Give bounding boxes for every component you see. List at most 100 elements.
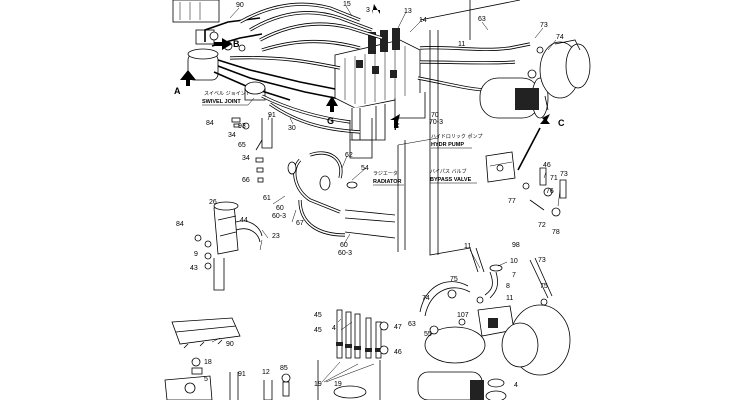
part-number: 70-3 [429, 119, 443, 126]
part-number: 91 [238, 371, 246, 378]
part-number: 73 [538, 257, 546, 264]
detail-manifold-90 [164, 317, 291, 400]
part-number: 30 [288, 125, 296, 132]
part-number: 23 [272, 233, 280, 240]
svg-text:BYPASS VALVE: BYPASS VALVE [430, 177, 472, 183]
part-number: 85 [280, 365, 288, 372]
part-number: 73 [540, 22, 548, 29]
view-arrow-g [326, 96, 338, 112]
svg-text:スイベル ジョイント: スイベル ジョイント [204, 91, 251, 97]
part-number: 63 [478, 16, 486, 23]
part-number: 84 [206, 120, 214, 127]
part-number: 98 [512, 242, 520, 249]
part-number: 67 [296, 220, 304, 227]
detail-bracket-26 [194, 201, 263, 291]
part-number: 15 [343, 1, 351, 8]
bypass-valve [485, 151, 567, 217]
label-hydr-pump: ハイドロリック ポンプ HYDR PUMP [431, 133, 482, 149]
bolt-stack-34 [231, 117, 264, 183]
part-number: 65 [238, 142, 246, 149]
part-number: 11 [464, 243, 471, 250]
label-radiator: ラジエータ RADIATOR [373, 170, 404, 186]
part-number: 107 [457, 312, 469, 319]
part-number: 11 [458, 41, 465, 48]
part-number: 66 [242, 177, 250, 184]
svg-text:RADIATOR: RADIATOR [373, 179, 402, 185]
pump-frame [397, 0, 521, 256]
svg-text:ラジエータ: ラジエータ [373, 170, 398, 177]
part-number: 9 [194, 251, 198, 258]
view-arrow-f [390, 114, 400, 128]
part-number: 60 [340, 242, 348, 249]
part-number: 54 [361, 165, 369, 172]
part-number: 90 [226, 341, 234, 348]
part-number: 11 [506, 295, 513, 302]
label-bypass-valve: バイパス バルブ BYPASS VALVE [430, 168, 477, 184]
part-number: 26 [209, 199, 217, 206]
part-number: 5 [204, 376, 208, 383]
leader-lines [211, 5, 561, 383]
part-number: 46 [394, 349, 402, 356]
svg-text:HYDR PUMP: HYDR PUMP [431, 142, 464, 148]
label-swivel-joint: スイベル ジョイント SWIVEL JOINT [202, 91, 255, 106]
part-number: 12 [262, 369, 270, 376]
part-number: 55 [424, 331, 432, 338]
part-number: 63 [408, 321, 416, 328]
part-number: 62 [345, 152, 353, 159]
part-number: 75 [540, 283, 548, 290]
part-number: 74 [556, 34, 564, 41]
hydraulic-pump [479, 39, 591, 119]
detail-bolts-45 [317, 309, 389, 400]
part-number: 19 [334, 381, 342, 388]
part-number: 47 [394, 324, 402, 331]
part-number: 60-3 [272, 213, 286, 220]
detail-gear-pump [424, 304, 571, 376]
control-valve-bank [334, 28, 426, 141]
part-number: 90 [236, 2, 244, 9]
view-arrow-b [214, 38, 232, 50]
bracket-91 [255, 118, 273, 151]
part-number: 93 [238, 123, 246, 130]
view-arrow-e [368, 4, 384, 14]
view-arrow-c [542, 114, 550, 122]
view-label-f: F [394, 122, 400, 132]
part-number: 84 [176, 221, 184, 228]
swivel-joint-assembly [172, 0, 346, 101]
svg-text:バイパス バルブ: バイパス バルブ [430, 168, 467, 175]
part-number: 74 [422, 295, 430, 302]
radiator-hoses [287, 118, 396, 239]
part-numbers: 90 15 3 13 14 11 63 73 74 70 70-3 84 34 … [176, 1, 568, 389]
part-number: 13 [404, 8, 412, 15]
part-number: 60 [276, 205, 284, 212]
part-number: 44 [240, 217, 248, 224]
upper-hose-bundle [229, 2, 531, 134]
view-label-a: A [174, 86, 181, 96]
part-number: 4 [514, 382, 518, 389]
svg-text:ハイドロリック ポンプ: ハイドロリック ポンプ [431, 133, 482, 140]
detail-pump-lines [419, 247, 553, 317]
part-number: 18 [204, 359, 212, 366]
view-label-g: G [327, 116, 334, 126]
part-number: 60-3 [338, 250, 352, 257]
part-number: 72 [538, 222, 546, 229]
view-label-c: C [558, 118, 565, 128]
part-number: 19 [314, 381, 322, 388]
part-number: 71 [550, 175, 558, 182]
part-number: 34 [228, 132, 236, 139]
part-number: 4 [332, 325, 336, 332]
part-number: 45 [314, 327, 322, 334]
part-number: 76 [546, 188, 554, 195]
part-number: 8 [506, 283, 510, 290]
part-number: 91 [268, 112, 276, 119]
part-number: 61 [263, 195, 271, 202]
part-number: 73 [560, 171, 568, 178]
part-number: 43 [190, 265, 198, 272]
part-number: 78 [552, 229, 560, 236]
part-number: 75 [450, 276, 458, 283]
part-number: 14 [419, 17, 427, 24]
part-number: 7 [512, 272, 516, 279]
view-arrow-a [180, 70, 196, 86]
part-number: 10 [510, 258, 518, 265]
